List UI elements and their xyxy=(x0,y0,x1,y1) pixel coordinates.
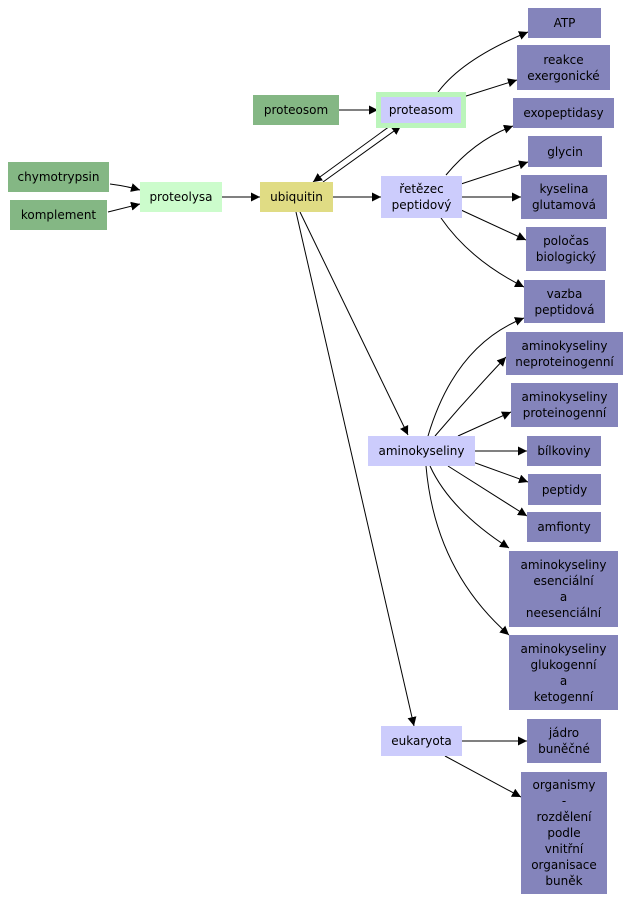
node-proteasom[interactable]: proteasom xyxy=(376,92,466,128)
edge-aminokyseliny-vazba xyxy=(427,317,525,437)
node-glycin[interactable]: glycin xyxy=(528,136,602,167)
node-jadro-bunecne[interactable]: jádro buněčné xyxy=(527,719,601,763)
edge-aminokyseliny-peptidy xyxy=(469,460,529,484)
edge-aminokyseliny-proteinogenni xyxy=(457,411,512,437)
node-aminokyseliny[interactable]: aminokyseliny xyxy=(368,436,475,466)
node-chymotrypsin[interactable]: chymotrypsin xyxy=(8,162,109,192)
edge-aminokyseliny-amfionty xyxy=(447,465,528,517)
edge-chymotrypsin-proteolysa xyxy=(109,183,141,192)
node-bilkoviny[interactable]: bílkoviny xyxy=(527,436,601,466)
node-aminokyseliny-esencialni[interactable]: aminokyseliny esenciální a neesenciální xyxy=(509,551,618,627)
edge-ubiquitin-aminokyseliny xyxy=(299,211,409,436)
node-aminokyseliny-proteinogenni[interactable]: aminokyseliny proteinogenní xyxy=(511,383,618,427)
node-atp[interactable]: ATP xyxy=(528,8,601,38)
edge-retezec-vazba xyxy=(440,217,525,288)
edge-retezec-exopeptidasy xyxy=(445,124,514,176)
node-aminokyseliny-glukogenni[interactable]: aminokyseliny glukogenní a ketogenní xyxy=(509,635,618,710)
edge-proteasom-ubiquitin xyxy=(312,125,391,183)
edge-ubiquitin-eukaryota xyxy=(295,211,417,727)
edge-komplement-proteolysa xyxy=(107,201,141,213)
node-peptidy[interactable]: peptidy xyxy=(528,474,601,505)
node-kyselina-glutamova[interactable]: kyselina glutamová xyxy=(521,175,607,219)
node-reakce-exergonicke[interactable]: reakce exergonické xyxy=(517,45,610,90)
node-vazba-peptidova[interactable]: vazba peptidová xyxy=(524,280,605,323)
node-komplement[interactable]: komplement xyxy=(10,200,107,230)
node-polocas-biologicky[interactable]: poločas biologický xyxy=(526,227,606,271)
edge-retezec-polocas xyxy=(460,209,527,241)
edge-retezec-glycin xyxy=(460,160,529,185)
edge-ubiquitin-proteasom xyxy=(322,125,402,183)
edge-proteasom-atp xyxy=(435,31,529,96)
node-organismy[interactable]: organismy - rozdělení podle vnitřní orga… xyxy=(521,772,607,894)
edge-aminokyseliny-glukogenni xyxy=(425,465,510,636)
edge-eukaryota-organismy xyxy=(444,755,522,798)
node-eukaryota[interactable]: eukaryota xyxy=(381,726,462,756)
node-proteosom[interactable]: proteosom xyxy=(253,95,339,125)
node-proteolysa[interactable]: proteolysa xyxy=(140,182,222,212)
edge-aminokyseliny-neproteinogenni xyxy=(434,356,507,437)
node-exopeptidasy[interactable]: exopeptidasy xyxy=(513,98,614,128)
edge-aminokyseliny-esencialni xyxy=(429,465,510,549)
node-retezec-peptidovy[interactable]: řetězec peptidový xyxy=(381,176,462,218)
edge-proteasom-reakce xyxy=(462,78,518,98)
node-aminokyseliny-neproteinogenni[interactable]: aminokyseliny neproteinogenní xyxy=(506,332,623,375)
node-amfionty[interactable]: amfionty xyxy=(527,512,601,542)
node-ubiquitin[interactable]: ubiquitin xyxy=(260,182,333,212)
